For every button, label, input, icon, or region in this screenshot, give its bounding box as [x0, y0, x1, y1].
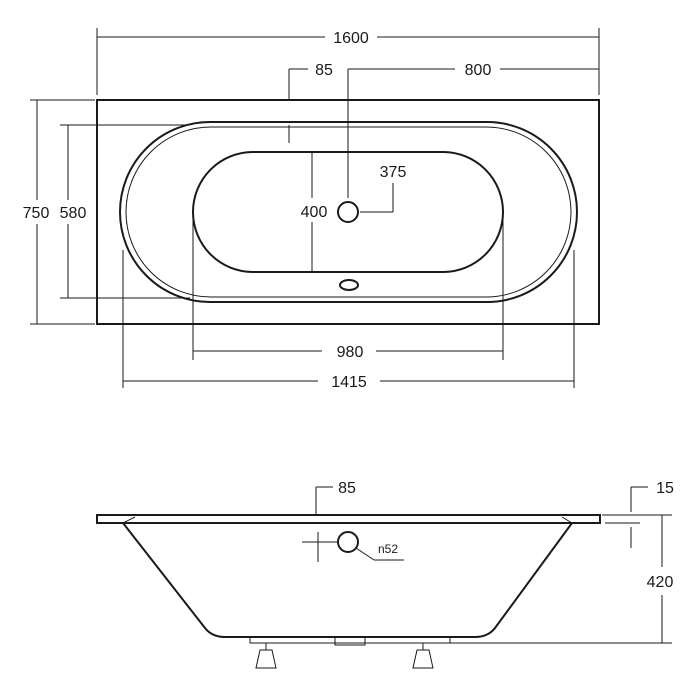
tub-body-side [122, 522, 573, 638]
label-85-side: 85 [338, 480, 356, 497]
foot-left [255, 643, 277, 669]
dim-length-1600: 1600 [96, 28, 600, 95]
label-85-top: 85 [315, 62, 333, 79]
rim-side [96, 514, 601, 524]
overflow-hole [337, 531, 359, 553]
dim-drain-375: 375 [360, 164, 407, 213]
label-580: 580 [60, 205, 87, 222]
top-view: 1600 85 800 375 400 [23, 28, 600, 391]
dim-half-length-800: 800 [347, 62, 599, 198]
label-1415: 1415 [331, 374, 367, 391]
side-view: n52 85 15 420 [96, 480, 674, 669]
label-420: 420 [647, 574, 674, 591]
dim-rim-width-580: 580 [60, 124, 190, 299]
dim-basin-width-400: 400 [301, 152, 328, 272]
label-800: 800 [465, 62, 492, 79]
dim-inner-length-980: 980 [192, 215, 504, 361]
drain-circle [337, 201, 359, 223]
dim-drain-offset-side: 85 [315, 480, 356, 515]
dim-width-750: 750 [23, 99, 95, 325]
label-375: 375 [380, 164, 407, 181]
label-400: 400 [301, 204, 328, 221]
overflow-oval [339, 279, 359, 291]
label-980: 980 [337, 344, 364, 361]
label-750: 750 [23, 205, 50, 222]
foot-right [412, 643, 434, 669]
label-15: 15 [656, 480, 674, 497]
dim-depth-420: 420 [440, 514, 674, 644]
dim-drain-offset-top: 85 [288, 62, 333, 143]
label-1600: 1600 [333, 30, 369, 47]
dim-rim-15: 15 [605, 480, 674, 548]
label-n52: n52 [378, 542, 398, 556]
dim-rim-length-1415: 1415 [122, 250, 575, 391]
